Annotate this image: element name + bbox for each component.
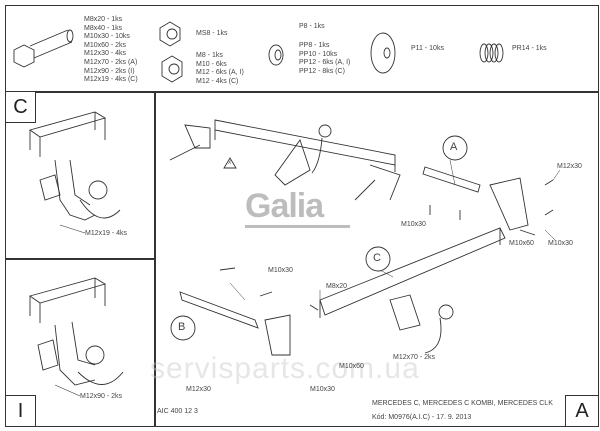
callout-m12x30-b: M12x30 <box>186 386 211 393</box>
variant-letter: A <box>565 395 599 427</box>
spring-washer-icon <box>479 43 504 63</box>
callout-m12x30-right: M12x30 <box>557 163 582 170</box>
p8-label: P8 - 1ks <box>299 23 325 30</box>
nut-icon <box>161 55 183 83</box>
drawing-number: AIC 400 12 3 <box>157 408 198 415</box>
nut-item: M8 - 1ks <box>196 52 223 59</box>
panel-i-letter: I <box>5 395 36 427</box>
bolt-item: M12x70 - 2ks (A) <box>84 58 138 66</box>
nut-list: M8 - 1ks M10 - 6ks M12 - 6ks (A, I) M12 … <box>196 52 244 86</box>
washer-small-icon <box>268 44 284 66</box>
panel-c-callout: M12x19 - 4ks <box>85 230 128 237</box>
washer-list: PP8 - 1ks PP10 - 10ks PP12 - 6ks (A, I) … <box>299 42 350 76</box>
callout-m8x20: M8x20 <box>326 283 348 290</box>
nut-item: M12 - 4ks (C) <box>196 77 239 85</box>
callout-m10x30-bottom: M10x30 <box>310 386 335 393</box>
bolt-item: M8x40 - 1ks <box>84 24 123 32</box>
warning-mark: X <box>228 160 232 166</box>
balloon-c-label: C <box>373 252 381 264</box>
panel-c-drawing <box>28 111 121 221</box>
bolt-item: M12x90 - 2ks (I) <box>84 67 135 75</box>
panel-i-drawing <box>28 277 124 386</box>
bolt-item: M12x19 - 4ks (C) <box>84 76 138 84</box>
outer-frame <box>5 5 599 427</box>
watermark: servisparts.com.ua <box>150 352 420 385</box>
balloon-a-label: A <box>450 141 458 153</box>
bolt-item: M10x60 - 2ks <box>84 41 127 49</box>
callout-m10x30-right: M10x30 <box>548 240 573 247</box>
panel-i-callout: M12x90 - 2ks <box>80 393 123 400</box>
washer-large-icon <box>370 32 396 74</box>
bolt-item: M10x30 - 10ks <box>84 33 130 41</box>
nut-ms8-icon <box>159 21 181 47</box>
balloon-c <box>365 246 391 272</box>
callout-m10x60-right: M10x60 <box>509 240 534 247</box>
galia-logo: Galia <box>245 188 350 228</box>
bolt-list: M8x20 - 1ks M8x40 - 1ks M10x30 - 10ks M1… <box>84 16 138 85</box>
washer-item: PP10 - 10ks <box>299 50 338 58</box>
pr14-label: PR14 - 1ks <box>512 45 547 52</box>
nut-item: M12 - 6ks (A, I) <box>196 69 244 77</box>
logo-underline <box>245 225 350 228</box>
washer-item: PP12 - 6ks (A, I) <box>299 59 351 67</box>
balloon-b <box>170 315 196 341</box>
ms-nut-label: MS8 - 1ks <box>196 30 228 37</box>
washer-item: PP12 - 8ks (C) <box>299 67 345 75</box>
callout-m10x30-b: M10x30 <box>268 267 293 274</box>
panel-c-letter: C <box>5 91 36 123</box>
parts-divider <box>5 91 599 93</box>
logo-text: Galia <box>245 187 324 225</box>
bolt-item: M12x30 - 4ks <box>84 50 127 58</box>
nut-item: M10 - 6ks <box>196 60 227 68</box>
balloon-a <box>442 135 468 161</box>
p11-label: P11 - 10ks <box>411 45 444 52</box>
balloon-b-label: B <box>178 321 186 333</box>
panel-divider <box>5 258 155 260</box>
vehicle-models: MERCEDES C, MERCEDES C KOMBI, MERCEDES C… <box>372 400 553 407</box>
bolt-item: M8x20 - 1ks <box>84 16 123 23</box>
callout-m10x60-b: M10x60 <box>339 363 364 370</box>
callout-m12x70: M12x70 - 2ks <box>393 354 436 361</box>
kit-code: Kód: M0976(A.I.C) - 17. 9. 2013 <box>372 414 472 421</box>
callout-m10x30-a: M10x30 <box>401 221 426 228</box>
bolt-icon <box>13 29 74 68</box>
washer-item: PP8 - 1ks <box>299 42 330 49</box>
